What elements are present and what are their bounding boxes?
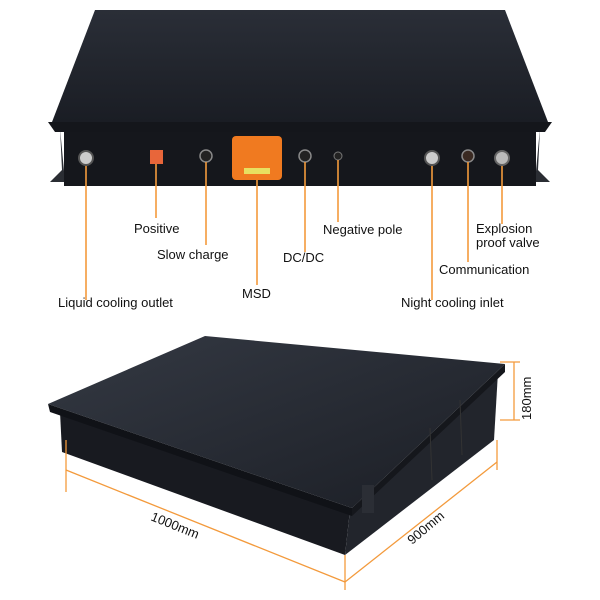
positive-connector (150, 150, 163, 164)
label-msd: MSD (242, 286, 271, 301)
explosion-proof-valve-connector (494, 150, 510, 166)
label-liquid-cooling-outlet: Liquid cooling outlet (58, 295, 173, 310)
label-negative-pole: Negative pole (323, 222, 403, 237)
dim-line-width (344, 461, 498, 583)
slow-charge-connector (199, 149, 213, 163)
battery-isometric-view (48, 336, 505, 555)
dc-dc-connector (298, 149, 312, 163)
negative-pole-connector (333, 151, 343, 161)
label-night-cooling-inlet: Night cooling inlet (401, 295, 504, 310)
label-positive: Positive (134, 221, 180, 236)
label-dc-dc: DC/DC (283, 250, 324, 265)
label-explosion-proof-valve-2: proof valve (476, 235, 540, 250)
label-height: 180mm (519, 377, 534, 420)
battery-front-view (48, 10, 552, 186)
communication-connector (461, 149, 475, 163)
label-explosion-proof-valve-1: Explosion (476, 221, 532, 236)
label-communication: Communication (439, 262, 529, 277)
liquid-cooling-outlet-connector (78, 150, 94, 166)
label-slow-charge: Slow charge (157, 247, 229, 262)
night-cooling-inlet-connector (424, 150, 440, 166)
dim-line-length (65, 469, 346, 583)
label-width: 900mm (404, 508, 447, 547)
